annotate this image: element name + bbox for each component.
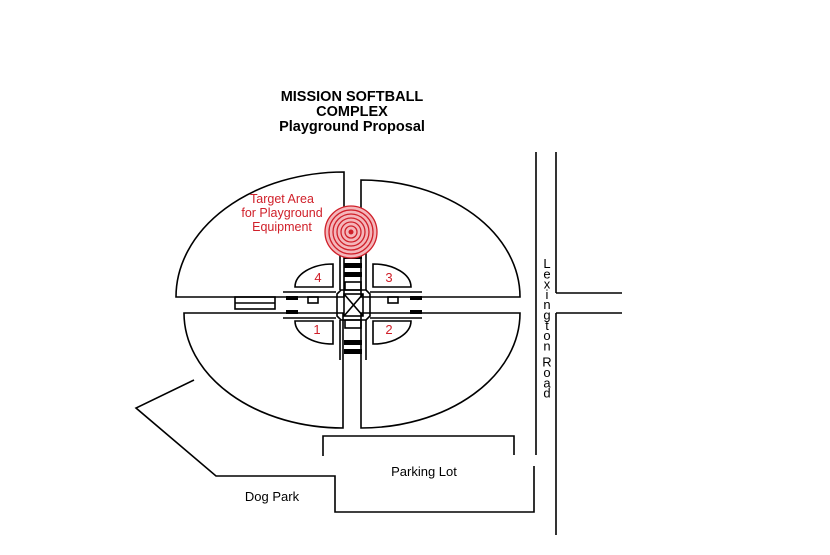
road-label-letter: a	[543, 375, 551, 390]
parking-lot-label: Parking Lot	[391, 464, 457, 479]
parking-lot-outline	[134, 379, 535, 513]
target-label-line-2: for Playground	[241, 206, 322, 220]
outfield-bottom-left	[183, 312, 344, 429]
outfield-top-left	[175, 171, 345, 298]
target-area-circles	[324, 205, 378, 259]
road-label-letter: i	[546, 287, 549, 302]
title-line-3: Playground Proposal	[279, 119, 425, 135]
road-label-letter: t	[545, 318, 549, 333]
road-label-letter: n	[543, 297, 550, 312]
title-line-2: COMPLEX	[316, 104, 388, 120]
road-label-letter: x	[544, 277, 551, 292]
outfield-bottom-right	[360, 312, 521, 429]
field-number-2: 2	[385, 322, 392, 337]
infield-3-outline	[372, 263, 412, 288]
plan-title: MISSION SOFTBALL COMPLEX Playground Prop…	[279, 89, 425, 135]
infield-4-outline	[294, 263, 334, 288]
lexington-road	[535, 152, 622, 535]
field-number-3: 3	[385, 270, 392, 285]
target-label-line-3: Equipment	[252, 220, 312, 234]
road-label-letter: d	[543, 386, 550, 401]
title-line-1: MISSION SOFTBALL	[281, 89, 424, 105]
infield-1-outline	[294, 320, 334, 345]
target-label-line-1: Target Area	[250, 192, 314, 206]
road-label-letter: e	[543, 266, 550, 281]
target-area-label: Target Area for Playground Equipment	[241, 192, 322, 234]
central-walkways	[283, 250, 422, 360]
road-label-letter: n	[543, 338, 550, 353]
road-label-letter: g	[543, 308, 550, 323]
central-concession-structure	[336, 289, 371, 321]
field-number-4: 4	[314, 270, 321, 285]
road-label-letter: R	[542, 355, 551, 370]
dog-park-label: Dog Park	[245, 489, 300, 504]
road-label-letter: o	[543, 365, 550, 380]
bench	[234, 296, 276, 310]
field-number-1: 1	[313, 322, 320, 337]
infield-2-outline	[372, 320, 412, 345]
outfield-top-right	[360, 179, 521, 298]
road-label-letter: o	[543, 328, 550, 343]
road-label-letter: L	[543, 256, 550, 271]
